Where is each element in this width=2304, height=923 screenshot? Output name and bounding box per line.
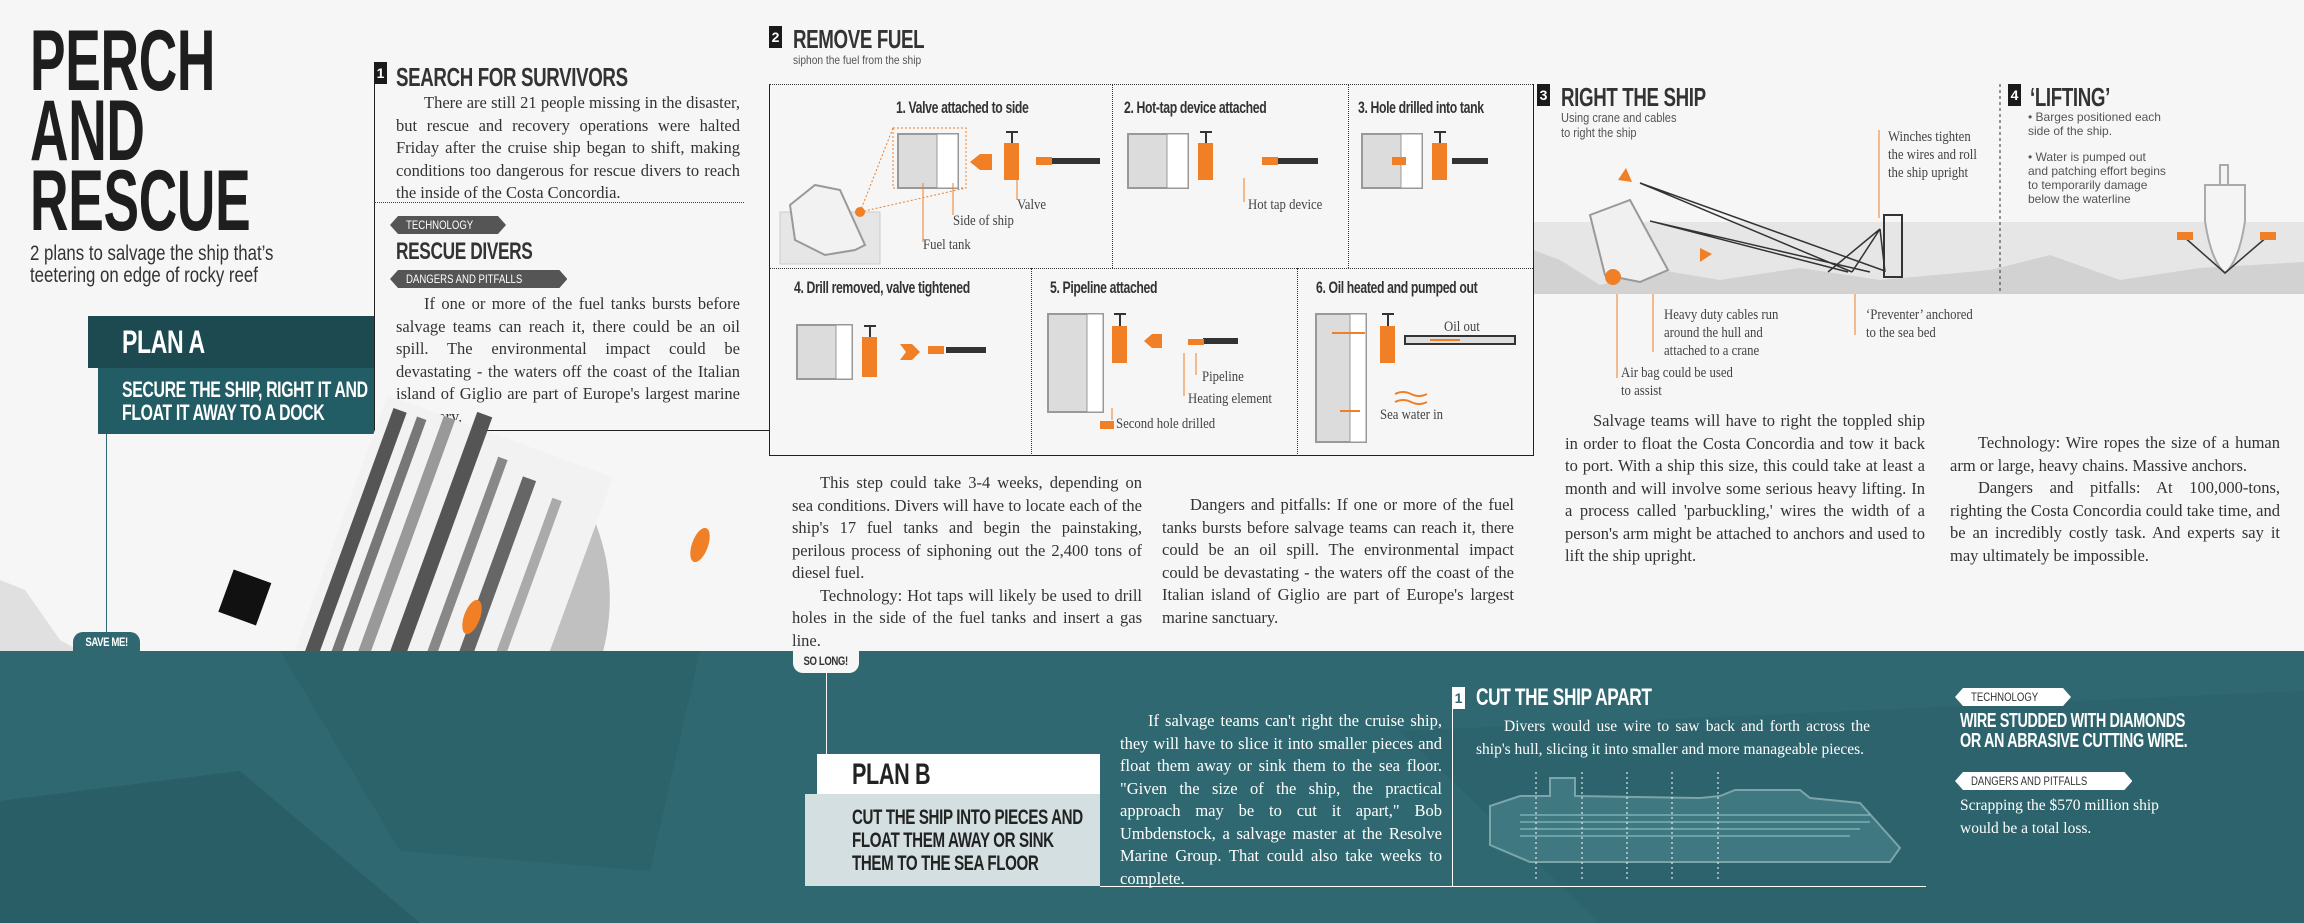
step2-title: REMOVE FUEL: [793, 24, 925, 54]
step1-title: SEARCH FOR SURVIVORS: [396, 62, 628, 92]
panel-title-1: 1. Valve attached to side: [896, 98, 1029, 117]
cut-body: Divers would use wire to saw back and fo…: [1476, 718, 1870, 758]
panel-title-6: 6. Oil heated and pumped out: [1316, 278, 1478, 297]
label-side-of-ship: Side of ship: [953, 213, 1014, 229]
funnel-icon: [218, 569, 272, 626]
cut-title: CUT THE SHIP APART: [1476, 684, 1652, 711]
step2-body-col1: This step could take 3-4 weeks, dependin…: [792, 473, 1142, 650]
plan-b-header: PLAN B: [817, 754, 1100, 794]
cut-number: 1: [1452, 687, 1465, 709]
label-fuel-tank: Fuel tank: [923, 237, 971, 253]
label-second-hole: Second hole drilled: [1116, 416, 1216, 432]
grid-line: [769, 268, 1533, 269]
label-leaders: [1616, 130, 1880, 378]
step2-subtitle: siphon the fuel from the ship: [793, 53, 922, 67]
subtitle: 2 plans to salvage the ship that’s teete…: [30, 242, 274, 287]
drills: [946, 158, 1488, 353]
step3-body-col1: Salvage teams will have to right the top…: [1565, 411, 1925, 565]
technology-badge: TECHNOLOGY: [390, 216, 506, 234]
ship-sketch-icon: [779, 127, 967, 265]
barge-icon: [2177, 232, 2193, 240]
step4-title: ‘LIFTING’: [2030, 82, 2110, 112]
save-me-bubble: SAVE ME!: [73, 632, 140, 652]
panel-title-3: 3. Hole drilled into tank: [1358, 98, 1484, 117]
panel-title-2: 2. Hot-tap device attached: [1124, 98, 1267, 117]
rock-icon: [0, 580, 80, 651]
label-oil-out: Oil out: [1444, 319, 1480, 335]
plan-b-connector: [826, 673, 827, 755]
divider: [374, 202, 744, 203]
plan-b-baseline: [1100, 886, 1926, 887]
step3-subtitle: Using crane and cables to right the ship: [1561, 110, 1677, 140]
step4-number: 4: [2008, 84, 2021, 106]
plan-b-dangers: Scrapping the $570 million ship would be…: [1960, 797, 2159, 837]
dangers-badge: DANGERS AND PITFALLS: [1955, 772, 2132, 790]
dangers-badge: DANGERS AND PITFALLS: [390, 270, 567, 288]
label-sea-water: Sea water in: [1380, 407, 1444, 423]
ship-sides: [835, 133, 1423, 443]
step1-number: 1: [374, 62, 387, 84]
direction-arrows: [1618, 168, 1712, 262]
main-title: PERCH AND RESCUE: [30, 13, 251, 249]
crane-tower-icon: [1883, 214, 1903, 278]
step1-body: There are still 21 people missing in the…: [396, 93, 740, 202]
bullet-item: • Water is pumped out and patching effor…: [2028, 150, 2166, 206]
step3-title: RIGHT THE SHIP: [1561, 82, 1706, 112]
plan-a-description: SECURE THE SHIP, RIGHT IT AND FLOAT IT A…: [98, 368, 375, 434]
label-valve: Valve: [1017, 197, 1047, 213]
step3-number: 3: [1537, 84, 1550, 106]
flow-arrows: [1332, 332, 1460, 412]
label-heating: Heating element: [1188, 391, 1272, 407]
step2-body-col2: Dangers and pitfalls: If one or more of …: [1162, 495, 1514, 627]
step3-body-col2: Technology: Wire ropes the size of a hum…: [1950, 433, 2280, 565]
cables: [1639, 182, 1886, 273]
plan-b-description: CUT THE SHIP INTO PIECES AND FLOAT THEM …: [805, 794, 1100, 886]
plan-a-header: PLAN A: [88, 316, 375, 368]
step1-dangers-body: If one or more of the fuel tanks bursts …: [396, 294, 740, 426]
grid-line: [1112, 84, 1113, 268]
bullet-item: • Barges positioned each side of the shi…: [2028, 110, 2161, 138]
step2-box: [769, 84, 1533, 456]
barge-icon: [2260, 232, 2276, 240]
step1-box: [374, 62, 770, 431]
step4-bullets: • Barges positioned each side of the shi…: [2028, 110, 2168, 206]
seabed: [1533, 250, 2304, 294]
airbag-icon: [1605, 269, 1621, 285]
deck-lines: [1520, 814, 1870, 837]
panel-title-4: 4. Drill removed, valve tightened: [794, 278, 970, 297]
label-hot-tap: Hot tap device: [1248, 197, 1323, 213]
valves: [862, 143, 1447, 377]
lifting-cables: [2182, 235, 2269, 274]
label-leaders: [922, 178, 1245, 420]
lifeboat-icon: [690, 527, 710, 563]
plan-a-connector: [106, 434, 107, 632]
so-long-bubble: SO LONG!: [793, 651, 859, 673]
drill-bits: [900, 154, 1406, 429]
label-pipeline: Pipeline: [1202, 369, 1244, 385]
tech-value: WIRE STUDDED WITH DIAMONDS OR AN ABRASIV…: [1960, 710, 2188, 752]
grid-line: [1297, 268, 1298, 456]
technology-badge: TECHNOLOGY: [1955, 688, 2071, 706]
grid-line: [1031, 268, 1032, 456]
ship-outline-icon: [1489, 777, 1902, 863]
panel-title-5: 5. Pipeline attached: [1050, 278, 1158, 297]
lifeboat-icon: [462, 599, 482, 635]
grid-line: [1348, 84, 1349, 268]
toppled-ship-icon: [1588, 198, 1670, 284]
tech-value: RESCUE DIVERS: [396, 238, 533, 265]
step3-border: [1533, 84, 1534, 456]
cut-border: [1452, 687, 1453, 886]
valve-handles: [864, 131, 1446, 337]
step2-number: 2: [769, 26, 782, 48]
plan-b-body: If salvage teams can't right the cruise …: [1120, 711, 1442, 888]
